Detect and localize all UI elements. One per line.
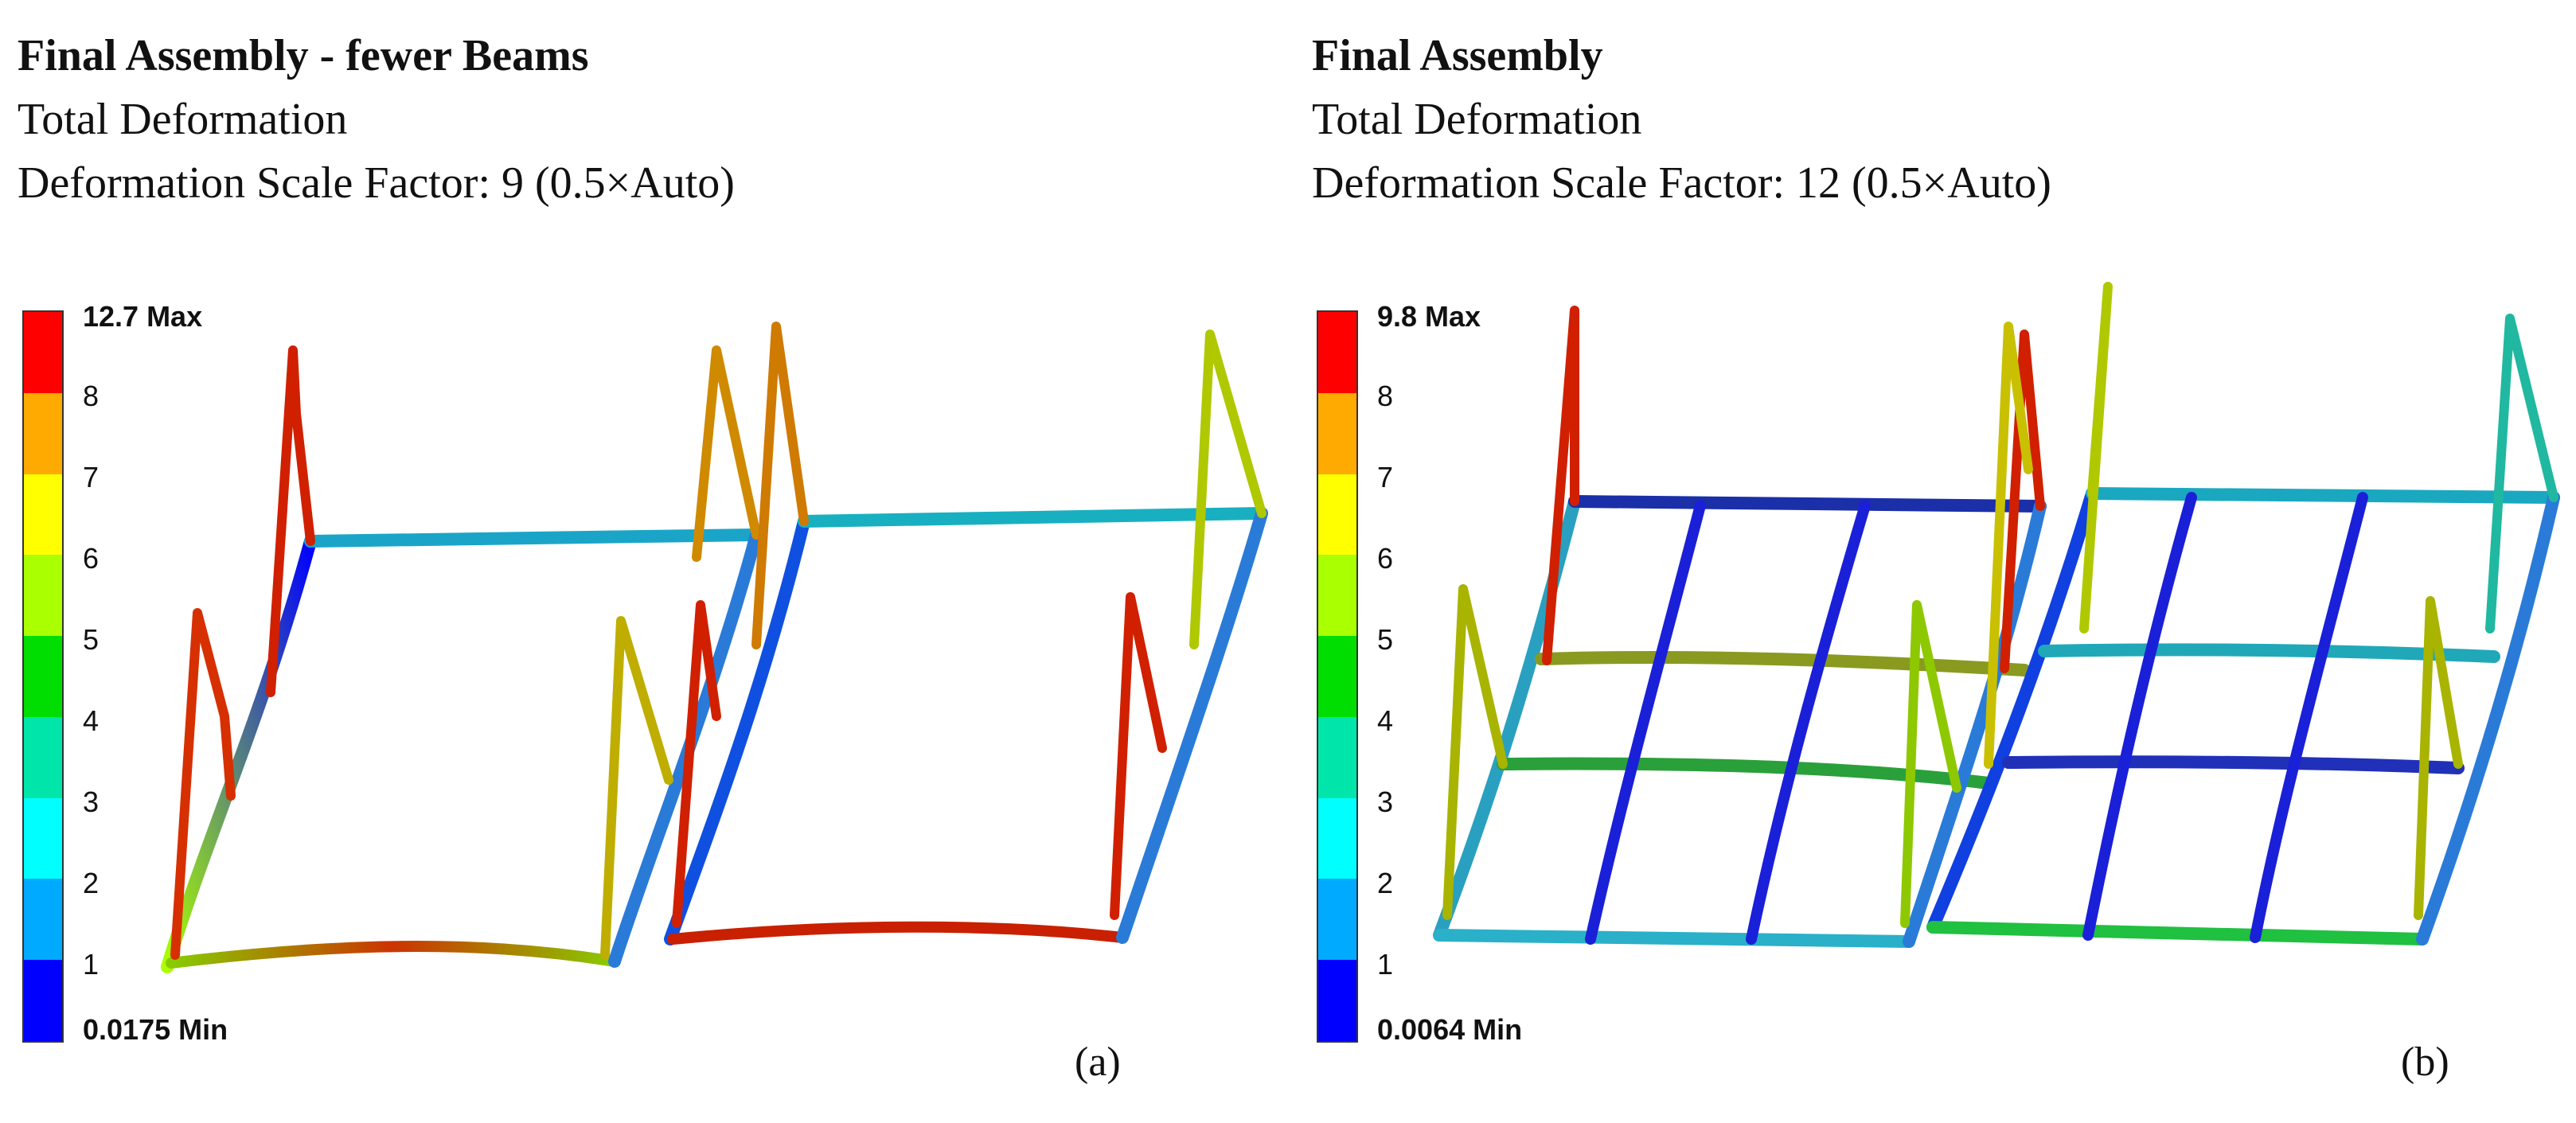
legend-color-band [24,636,62,717]
panel-a-model [161,322,1268,973]
legend-color-band [1318,636,1356,717]
legend-color-band [24,474,62,556]
panel-b-label: (b) [2401,1039,2449,1085]
legend-color-band [24,960,62,1041]
panel-b-scale-factor: Deformation Scale Factor: 12 (0.5×Auto) [1312,158,2051,208]
panel-a-legend-tick: 5 [83,623,100,656]
panel-b-legend-tick: 7 [1377,461,1394,493]
panel-a-legend-tick: 7 [83,461,100,493]
panel-b-legend-tick: 2 [1377,867,1394,899]
panel-b-colorbar [1317,310,1358,1043]
legend-color-band [24,716,62,798]
panel-a-colorbar [22,310,64,1043]
panel-a-legend-tick: 2 [83,867,100,899]
panel-b-legend-tick: 6 [1377,542,1394,575]
panel-b-title: Final Assembly [1312,31,1603,80]
panel-b-legend: 9.8 Max 8 7 6 5 4 3 2 1 0.0064 Min [1312,301,1551,1051]
panel-b-legend-tick: 8 [1377,380,1394,412]
legend-color-band [1318,555,1356,637]
legend-color-band [1318,474,1356,556]
legend-color-band [24,879,62,961]
panel-a-legend-tick: 8 [83,380,100,412]
panel-b-legend-min: 0.0064 Min [1377,1013,1523,1046]
legend-color-band [24,555,62,637]
panel-a-legend-tick: 4 [83,704,100,737]
panel-a: Final Assembly - fewer Beams Total Defor… [18,24,1268,1085]
legend-color-band [1318,392,1356,474]
panel-b-legend-tick: 3 [1377,786,1394,818]
panel-b-subtitle: Total Deformation [1312,95,1642,144]
panel-a-legend-tick: 1 [83,948,100,981]
legend-color-band [1318,960,1356,1041]
panel-b-model [1433,282,2560,948]
legend-color-band [24,797,62,879]
panel-b-legend-tick: 5 [1377,623,1394,656]
panel-a-frame-right [664,322,1268,946]
panel-a-legend-tick: 3 [83,786,100,818]
legend-color-band [1318,797,1356,879]
panel-b-legend-max: 9.8 Max [1377,300,1481,333]
panel-b-frame-right [1926,282,2560,946]
panel-a-legend-tick: 6 [83,542,100,575]
panel-b: Final Assembly Total Deformation Deforma… [1288,0,2576,1123]
panel-a-legend-min: 0.0175 Min [83,1013,228,1046]
panel-a-header: Final Assembly - fewer Beams Total Defor… [18,24,735,215]
panel-a-legend: 12.7 Max 8 7 6 5 4 3 2 1 0.0175 Min [18,301,256,1051]
panel-a-scale-factor: Deformation Scale Factor: 9 (0.5×Auto) [18,158,735,208]
panel-a-label: (a) [1075,1039,1121,1085]
panel-a-subtitle: Total Deformation [18,95,348,144]
panel-b-legend-tick: 4 [1377,704,1394,737]
panel-b-frame-left [1433,306,2047,948]
legend-color-band [1318,312,1356,393]
legend-color-band [1318,879,1356,961]
legend-color-band [24,312,62,393]
panel-b-header: Final Assembly Total Deformation Deforma… [1312,24,2051,215]
legend-color-band [1318,716,1356,798]
panel-b-legend-tick: 1 [1377,948,1394,981]
legend-color-band [24,392,62,474]
panel-a-frame-left [161,345,763,973]
panel-a-legend-max: 12.7 Max [83,300,203,333]
panel-a-title: Final Assembly - fewer Beams [18,31,589,80]
